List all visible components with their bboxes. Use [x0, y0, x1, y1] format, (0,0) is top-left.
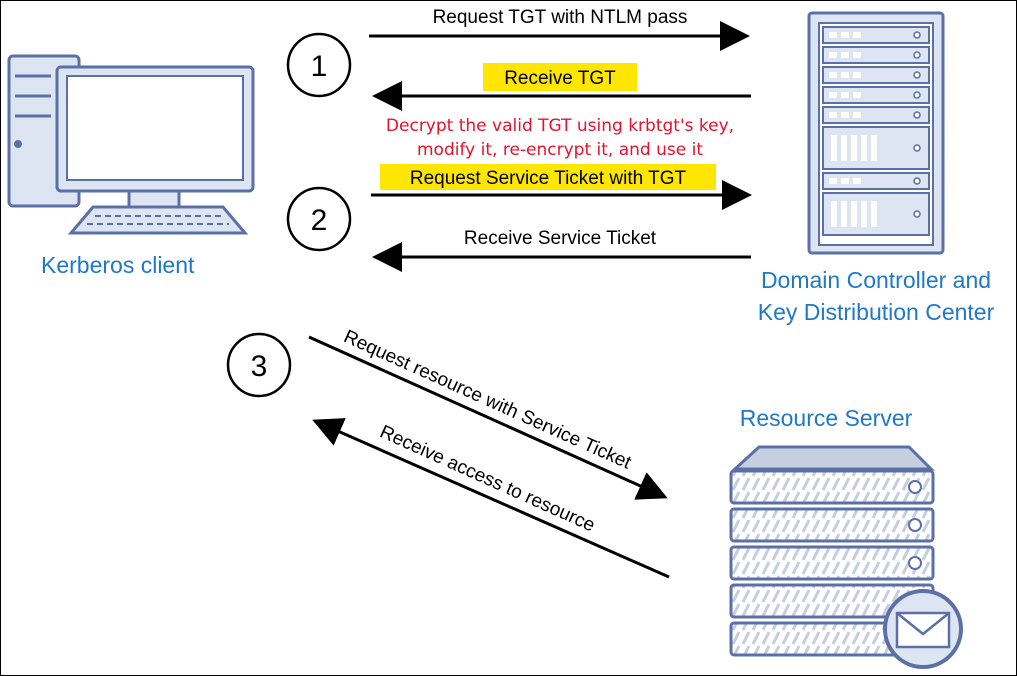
msg-decrypt-line2: modify it, re-encrypt it, and use it: [417, 140, 703, 160]
step-1-number: 1: [311, 50, 328, 83]
client-label: Kerberos client: [41, 252, 195, 278]
highlight-receive-tgt: [483, 63, 637, 91]
step-2-number: 2: [311, 204, 328, 237]
msg-decrypt-line1: Decrypt the valid TGT using krbtgt's key…: [386, 116, 734, 136]
arrow-receive-access: [312, 418, 670, 579]
dc-label-line2: Key Distribution Center: [758, 299, 995, 325]
resource-server-label: Resource Server: [740, 405, 913, 431]
step-3-marker: 3: [226, 332, 292, 398]
msg-receive-tgt: Receive TGT: [504, 68, 616, 89]
step-3-number: 3: [251, 350, 268, 383]
msg-request-service-ticket: Request Service Ticket with TGT: [410, 168, 687, 189]
highlight-request-service-ticket: [380, 164, 716, 190]
step-2-marker: 2: [286, 186, 352, 252]
msg-receive-service-ticket: Receive Service Ticket: [464, 228, 657, 249]
server-stack-mail-icon: [729, 445, 963, 669]
server-rack-icon: [807, 11, 945, 255]
desktop-computer-icon: [7, 54, 255, 235]
arrow-request-resource: [308, 335, 668, 500]
dc-label-line1: Domain Controller and: [761, 267, 991, 293]
msg-request-tgt: Request TGT with NTLM pass: [433, 7, 688, 28]
step-1-marker: 1: [286, 32, 352, 98]
